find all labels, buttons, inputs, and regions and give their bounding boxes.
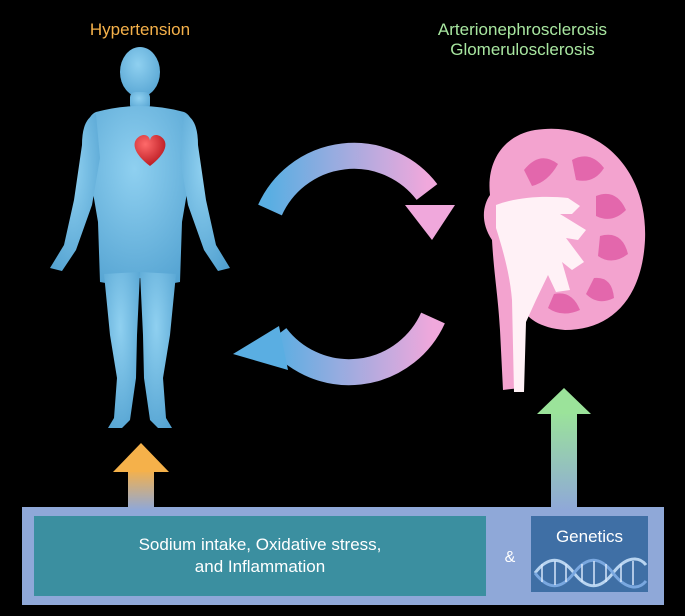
kidney-lesions-label: Arterionephrosclerosis Glomerulosclerosi… (395, 20, 650, 60)
dna-helix-icon (533, 557, 648, 589)
human-body-icon (50, 47, 230, 428)
genetics-panel (531, 516, 648, 592)
factors-panel (34, 516, 486, 596)
factors-line-1: Sodium intake, Oxidative stress, (138, 535, 382, 554)
kidney-icon (483, 128, 646, 392)
arterionephrosclerosis-text: Arterionephrosclerosis (437, 20, 608, 39)
heart-icon (134, 134, 166, 166)
environmental-factors-text: Sodium intake, Oxidative stress, and Inf… (34, 516, 486, 596)
hypertension-label: Hypertension (89, 20, 191, 39)
glomerulosclerosis-text: Glomerulosclerosis (450, 40, 595, 59)
up-arrow-to-body (113, 443, 169, 510)
up-arrow-to-kidney (537, 388, 591, 510)
genetics-label: Genetics (555, 527, 624, 546)
cycle-arrows-icon (233, 142, 455, 386)
factors-line-2: and Inflammation (194, 557, 326, 576)
ampersand-label: & (504, 549, 516, 566)
